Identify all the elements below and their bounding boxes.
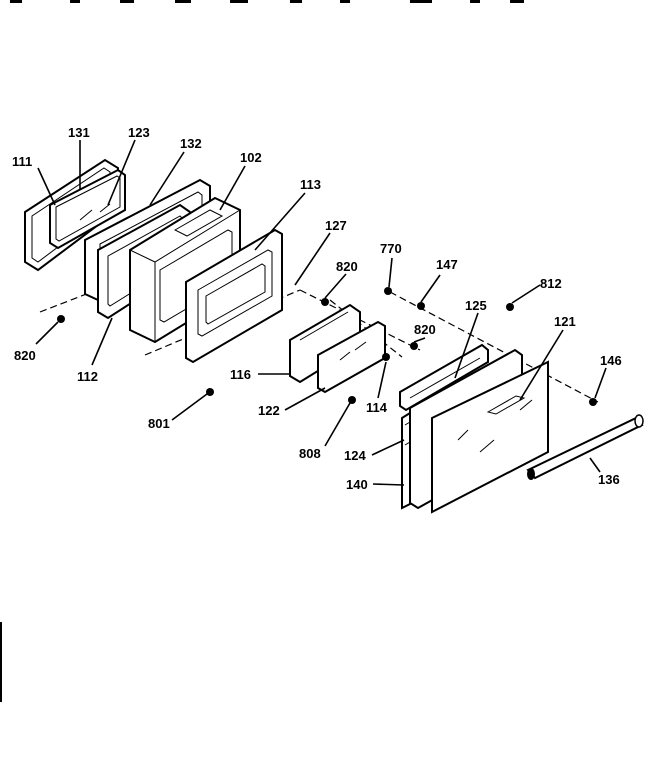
callout-102: 102 [240, 150, 262, 165]
callout-127: 127 [325, 218, 347, 233]
callout-808: 808 [299, 446, 321, 461]
screw-146 [589, 398, 597, 406]
part-121-outer-glass [431, 360, 549, 514]
screw-114 [382, 353, 390, 361]
part-113-inner-panel [185, 228, 283, 364]
screw-770 [384, 287, 392, 295]
callout-147: 147 [436, 257, 458, 272]
callout-770: 770 [380, 241, 402, 256]
screw-820-mid [410, 342, 418, 350]
screw-820-top [321, 298, 329, 306]
callout-132: 132 [180, 136, 202, 151]
screw-812 [506, 303, 514, 311]
callout-136: 136 [598, 472, 620, 487]
part-136-handle [526, 414, 644, 480]
callout-113: 113 [300, 177, 321, 192]
callout-812: 812 [540, 276, 562, 291]
callout-123: 123 [128, 125, 150, 140]
callout-131: 131 [68, 125, 90, 140]
callout-820-mid: 820 [414, 322, 436, 337]
callout-820-top: 820 [336, 259, 358, 274]
part-125-vent-trim [399, 343, 489, 412]
callout-125: 125 [465, 298, 487, 313]
callout-820-left: 820 [14, 348, 36, 363]
callout-140: 140 [346, 477, 368, 492]
callout-labels: 111 131 123 132 102 113 127 820 770 147 … [12, 125, 622, 492]
screw-808 [348, 396, 356, 404]
callout-801: 801 [148, 416, 170, 431]
callout-146: 146 [600, 353, 622, 368]
leader-lines [35, 139, 607, 486]
screw-820-left [57, 315, 65, 323]
scan-artifact-marks [0, 0, 524, 702]
callout-112: 112 [77, 369, 98, 384]
fasteners [57, 287, 597, 406]
callout-114: 114 [366, 400, 388, 415]
callout-122: 122 [258, 403, 280, 418]
callout-111: 111 [12, 154, 32, 169]
screw-801 [206, 388, 214, 396]
callout-124: 124 [344, 448, 366, 463]
part-123-glass-pack [49, 168, 126, 250]
callout-116: 116 [230, 367, 251, 382]
callout-121: 121 [554, 314, 576, 329]
screw-147 [417, 302, 425, 310]
